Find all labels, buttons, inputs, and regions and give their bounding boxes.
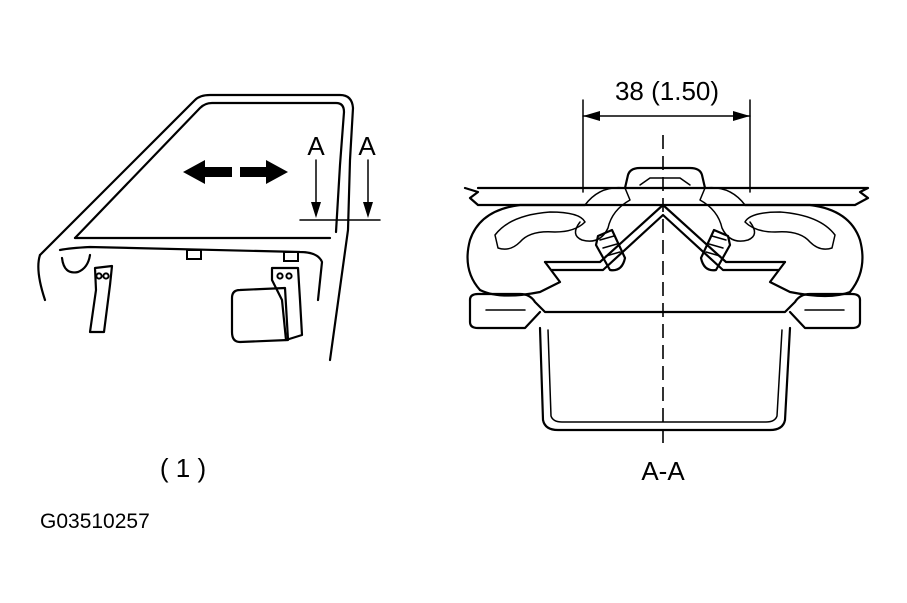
section-label-1: A: [307, 131, 325, 161]
weatherstrip-right-hollow: [699, 186, 756, 242]
double-arrow-icon: [183, 160, 288, 184]
glass-panel-strip: [463, 186, 870, 207]
weatherstrip-lower-right: [768, 260, 852, 298]
door-belt-line: [58, 245, 324, 302]
body-flange-top: [468, 292, 862, 314]
bracket-hole: [95, 272, 103, 280]
dimension-arrowhead-left: [583, 111, 600, 121]
regulator-bracket-right: [270, 266, 304, 342]
retainer-top: [623, 166, 707, 190]
bracket-hole: [285, 272, 293, 280]
section-caption: A-A: [641, 456, 685, 486]
rear-housing: [230, 286, 290, 344]
section-arrowhead-2: [363, 202, 373, 218]
bracket-hole: [102, 272, 110, 280]
figure-id: G03510257: [40, 510, 150, 533]
roof-rail-box-inner: [547, 329, 783, 423]
dimension-arrowhead-right: [733, 111, 750, 121]
window-frame-inner: [73, 101, 346, 240]
section-arrowhead-1: [311, 202, 321, 218]
door-front-edge: [37, 253, 47, 302]
weatherstrip-right-lobe: [744, 211, 836, 250]
door-front-curve: [60, 253, 92, 274]
belt-clip: [186, 249, 202, 260]
belt-clip: [283, 251, 299, 262]
weatherstrip-left-lobe: [494, 211, 586, 250]
weatherstrip-outer: [466, 203, 864, 294]
weatherstrip-lower-left: [478, 260, 562, 297]
dimension-label: 38 (1.50): [615, 76, 719, 106]
section-label-2: A: [358, 131, 376, 161]
window-frame-outer: [38, 93, 355, 362]
door-glass-view: A A ( 1 ): [37, 93, 381, 483]
view-caption-1: ( 1 ): [160, 453, 206, 483]
clip-fastener-left: [594, 228, 627, 272]
body-flange: [468, 298, 862, 330]
roof-rail-box-outer: [538, 326, 792, 432]
clip-fastener-right: [699, 228, 732, 272]
bracket-hole: [276, 272, 284, 280]
roof-channel-inner: [550, 213, 780, 272]
regulator-bracket-left: [88, 264, 114, 334]
roof-channel-outer: [543, 203, 787, 264]
cross-section-view: 38 (1.50): [463, 76, 870, 486]
weatherstrip-left-hollow: [574, 186, 631, 242]
retainer-notch: [639, 177, 691, 186]
